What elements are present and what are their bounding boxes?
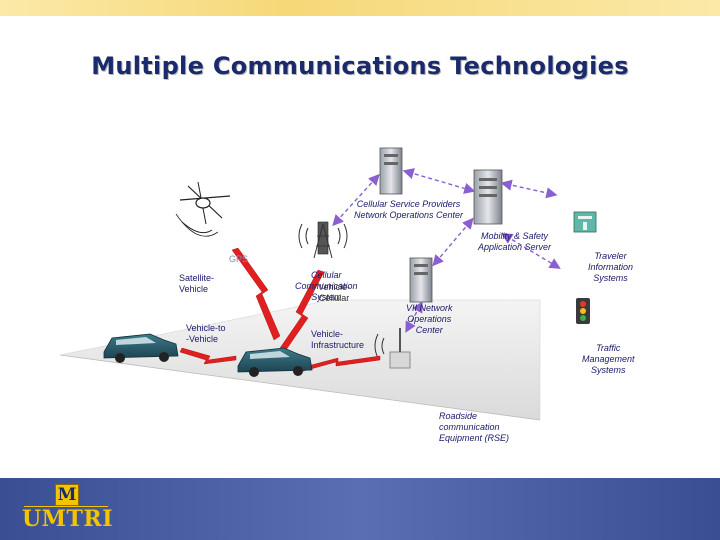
- label-vehicle-cellular: Vehicle- Cellular: [318, 282, 350, 304]
- umich-block-m-logo: M: [55, 484, 79, 506]
- traffic-light-icon: [576, 298, 590, 324]
- label-line: -Vehicle: [186, 334, 226, 345]
- label-line: Satellite-: [179, 273, 214, 284]
- label-line: Roadside: [439, 411, 509, 422]
- label-cellular-noc: Cellular Service Providers Network Opera…: [354, 199, 463, 221]
- umtri-logo-text: UMTRI: [22, 506, 113, 532]
- label-line: Operations: [406, 314, 453, 325]
- label-line: Systems: [582, 365, 635, 376]
- label-line: Cellular: [295, 270, 358, 281]
- label-line: Traveler: [588, 251, 633, 262]
- label-satellite-vehicle: Satellite- Vehicle: [179, 273, 214, 295]
- label-line: VII Network: [406, 303, 453, 314]
- label-line: Equipment (RSE): [439, 433, 509, 444]
- label-vehicle-to-vehicle: Vehicle-to -Vehicle: [186, 323, 226, 345]
- label-roadside: Roadside communication Equipment (RSE): [439, 411, 509, 444]
- label-line: Vehicle: [179, 284, 214, 295]
- label-line: Management: [582, 354, 635, 365]
- label-line: Systems: [588, 273, 633, 284]
- cell-tower-icon: [299, 222, 347, 258]
- label-vii-noc: VII Network Operations Center: [406, 303, 453, 336]
- label-line: Mobility & Safety: [478, 231, 551, 242]
- label-gps: GPS: [229, 254, 248, 265]
- satellite-icon: [176, 182, 230, 236]
- label-traffic-mgmt: Traffic Management Systems: [582, 343, 635, 376]
- label-line: Vehicle-to: [186, 323, 226, 334]
- arrow-mobility-to-traveler: [506, 184, 552, 194]
- label-line: communication: [439, 422, 509, 433]
- cellular-noc-server-icon: [380, 148, 402, 194]
- label-vehicle-infrastructure: Vehicle- Infrastructure: [311, 329, 364, 351]
- label-line: Network Operations Center: [354, 210, 463, 221]
- arrow-mobility-to-vii: [436, 222, 470, 262]
- label-line: Infrastructure: [311, 340, 364, 351]
- label-traveler-info: Traveler Information Systems: [588, 251, 633, 284]
- traveler-info-sign-icon: [574, 212, 596, 232]
- label-line: Vehicle-: [318, 282, 350, 293]
- label-line: Center: [406, 325, 453, 336]
- label-line: Vehicle-: [311, 329, 364, 340]
- label-line: Information: [588, 262, 633, 273]
- arrow-cellular-noc-to-mobility: [408, 172, 470, 190]
- label-line: Cellular: [318, 293, 350, 304]
- label-mobility-server: Mobility & Safety Application Server: [478, 231, 551, 253]
- mobility-server-icon: [474, 170, 502, 224]
- label-line: Application Server: [478, 242, 551, 253]
- vii-noc-server-icon: [410, 258, 432, 302]
- label-line: Cellular Service Providers: [354, 199, 463, 210]
- label-line: Traffic: [582, 343, 635, 354]
